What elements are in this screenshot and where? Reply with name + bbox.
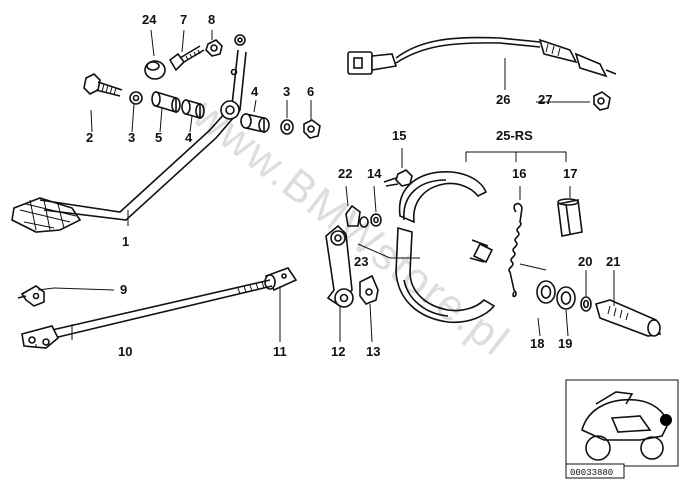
callout-9: 9 <box>120 282 127 297</box>
brake-rod-10 <box>21 279 273 349</box>
callout-20: 20 <box>578 254 592 269</box>
bushing-5 <box>151 90 181 114</box>
cap-24 <box>144 60 166 80</box>
bushing-4b <box>240 113 270 133</box>
clip-9 <box>17 285 45 307</box>
callout-14: 14 <box>367 166 382 181</box>
screw-15 <box>383 169 413 187</box>
return-spring-16 <box>508 202 523 298</box>
sleeve-17 <box>557 198 583 237</box>
callout-6: 6 <box>307 84 314 99</box>
callout-27: 27 <box>538 92 552 107</box>
callout-5: 5 <box>155 130 162 145</box>
callout-10: 10 <box>118 344 132 359</box>
callout-22: 22 <box>338 166 352 181</box>
nut-27 <box>593 91 611 111</box>
callout-16: 16 <box>512 166 526 181</box>
callout-11: 11 <box>273 344 287 359</box>
vehicle-thumbnail <box>565 379 679 467</box>
callout-4a: 4 <box>185 130 193 145</box>
callout-1: 1 <box>122 234 129 249</box>
callout-23: 23 <box>354 254 368 269</box>
screw-7 <box>168 45 205 72</box>
callout-3b: 3 <box>283 84 290 99</box>
callout-2: 2 <box>86 130 93 145</box>
o-ring-20 <box>580 296 592 312</box>
brake-light-switch-cable-26 <box>347 36 617 78</box>
leader-lines <box>35 29 615 348</box>
nut-8 <box>205 39 223 57</box>
callout-12: 12 <box>331 344 345 359</box>
washer-14 <box>359 213 382 228</box>
brake-cam-lever-12 <box>325 224 354 308</box>
washer-19 <box>556 286 576 310</box>
callout-18: 18 <box>530 336 544 351</box>
callout-21: 21 <box>606 254 620 269</box>
callout-19: 19 <box>558 336 572 351</box>
seal-ring-18 <box>536 280 556 304</box>
callout-17: 17 <box>563 166 577 181</box>
callout-8: 8 <box>208 12 215 27</box>
brake-pedal-lever <box>11 34 247 233</box>
brake-cam-21 <box>595 299 662 337</box>
watermark: www.BMWstore.pl <box>183 89 519 366</box>
thumbnail-code: 00033880 <box>570 468 613 478</box>
plate-22 <box>345 204 361 227</box>
brake-shoes-25rs <box>395 171 496 324</box>
pin-connector-11 <box>264 267 298 292</box>
washer-3b <box>280 119 294 135</box>
callout-7: 7 <box>180 12 187 27</box>
nut-6 <box>303 119 321 139</box>
callout-3a: 3 <box>128 130 135 145</box>
washer-3a <box>129 91 143 105</box>
callout-25rs: 25-RS <box>496 128 533 143</box>
callout-26: 26 <box>496 92 510 107</box>
callout-15: 15 <box>392 128 406 143</box>
bolt-2 <box>83 73 123 97</box>
callout-24: 24 <box>142 12 157 27</box>
bushing-4a <box>181 98 205 120</box>
callout-13: 13 <box>366 344 380 359</box>
wing-nut-13 <box>359 274 379 305</box>
callout-4b: 4 <box>251 84 259 99</box>
